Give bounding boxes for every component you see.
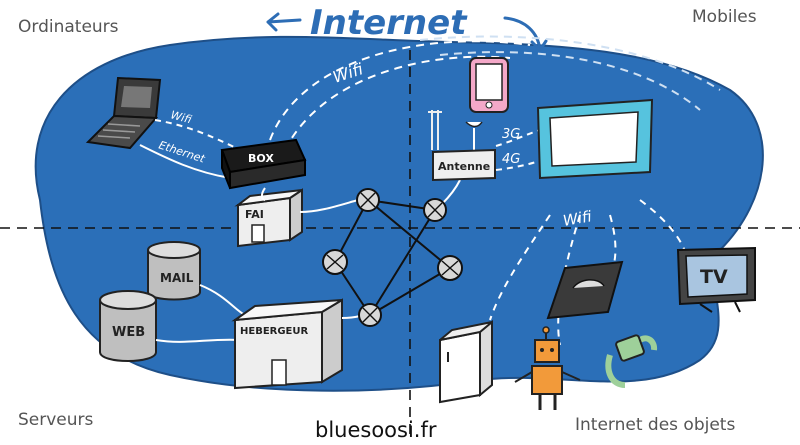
tablet-icon: [536, 98, 654, 180]
box-router-icon: [220, 138, 307, 190]
antenne-label: Antenne: [438, 160, 490, 173]
fridge-icon: [439, 319, 493, 404]
web-hebergeur-link: [155, 338, 241, 343]
smartphone-icon: [469, 57, 509, 113]
box-fai-link: [261, 187, 266, 201]
mail-label: MAIL: [160, 271, 194, 285]
label-internet-des-objets: Internet des objets: [575, 415, 735, 435]
label-serveurs: Serveurs: [18, 410, 94, 430]
tv-label: TV: [700, 266, 728, 288]
title: Internet: [310, 3, 468, 43]
left-arrow-icon: [266, 12, 302, 32]
label-ordinateurs: Ordinateurs: [18, 17, 119, 37]
router-node: [423, 198, 447, 222]
hebergeur-building-icon: [231, 298, 343, 390]
fai-building-icon: [234, 188, 303, 248]
fai-label: FAI: [245, 208, 264, 221]
laptop-icon: [85, 76, 162, 150]
router-node: [322, 249, 348, 275]
servers-hebergeur-link: [199, 284, 246, 316]
wifi-arc-1: [269, 40, 531, 141]
fai-network-link: [299, 199, 359, 213]
4g-label: 4G: [502, 152, 520, 167]
hebergeur-label: HEBERGEUR: [240, 326, 309, 337]
label-mobiles: Mobiles: [692, 7, 757, 27]
router-node: [437, 255, 463, 281]
connected-scale-icon: [546, 260, 624, 320]
wifi-objects-label: Wifi: [562, 207, 594, 230]
wifi-arc-3: [419, 35, 721, 91]
robot-icon: [514, 326, 581, 410]
router-node: [358, 303, 382, 327]
ethernet-link: [139, 144, 231, 179]
mobile-link-4g: [495, 159, 543, 171]
antenna-icon: [428, 110, 496, 182]
footer-brand: bluesoosi.fr: [315, 418, 437, 442]
web-server-icon: [99, 290, 157, 362]
wifi-arc-4: [439, 51, 701, 111]
wifi-laptop-label: Wifi: [169, 108, 194, 126]
wifi-arc-2: [284, 55, 511, 151]
right-arrow-icon: [503, 16, 548, 52]
web-label: WEB: [112, 325, 145, 340]
mobile-link-3g: [495, 129, 541, 147]
3g-label: 3G: [502, 127, 520, 142]
objects-wifi-arc-1: [489, 214, 551, 321]
tv-icon: [676, 246, 756, 313]
box-label: BOX: [248, 152, 274, 165]
mail-server-icon: [147, 241, 201, 301]
laptop-wifi-link: [154, 119, 241, 151]
router-node: [356, 188, 380, 212]
smartwatch-icon: [605, 334, 658, 388]
